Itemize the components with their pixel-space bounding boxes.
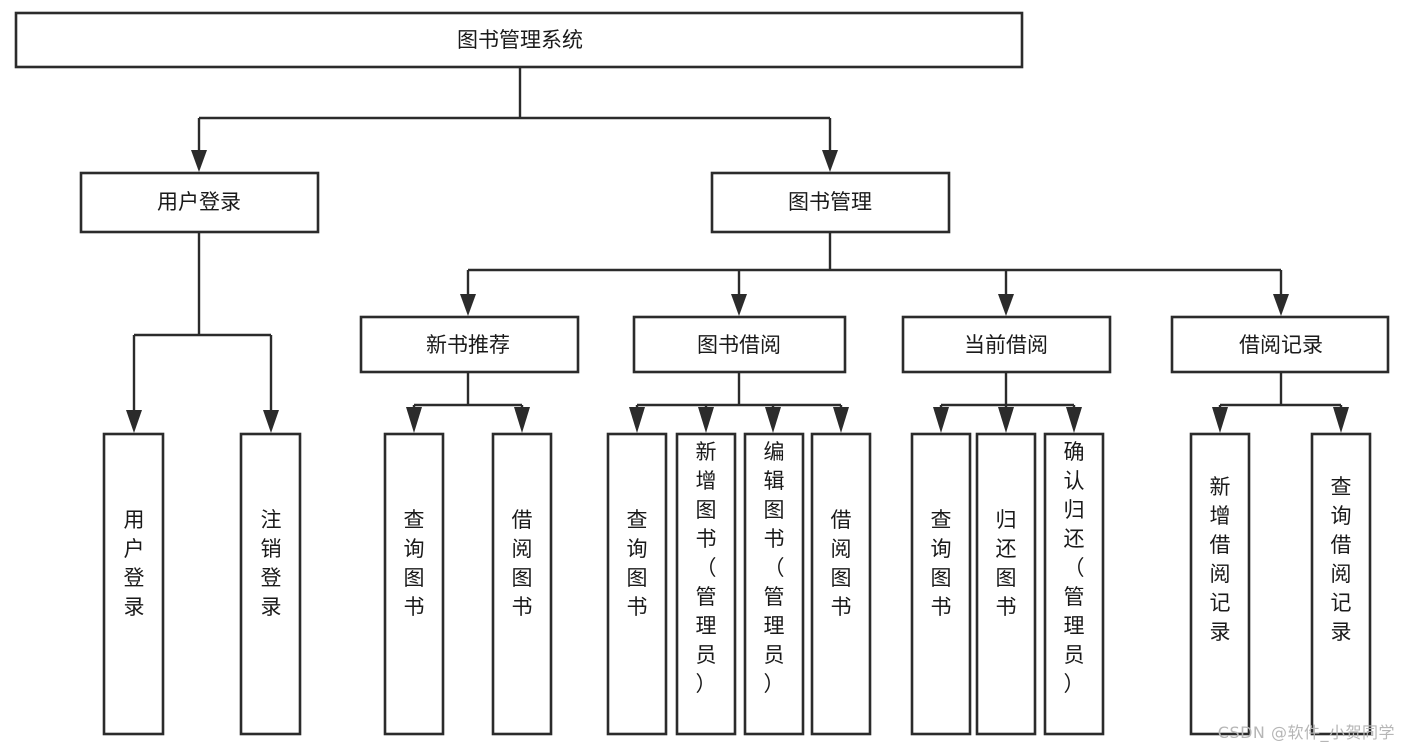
node-book-manage[interactable]: 图书管理 (710, 171, 951, 234)
leaf-add-book-label: 新增图书（管理员） (696, 440, 717, 696)
leaf-node-confirm-return[interactable]: 确认归还（管理员） (1043, 432, 1105, 736)
leaf-query-book-2-label: 查询图书 (627, 508, 648, 619)
arrow-book-manage-to-book-borrow-icon (731, 294, 747, 316)
leaf-borrow-book-1-box[interactable] (491, 432, 553, 736)
leaf-return-book-box[interactable] (975, 432, 1037, 736)
node-borrow-record-label: 借阅记录 (1239, 333, 1323, 357)
node-root-label: 图书管理系统 (457, 28, 583, 52)
leaf-query-book-1-box[interactable] (383, 432, 445, 736)
arrow-borrow-record-leaf-2-icon (1333, 407, 1349, 433)
connector-group-borrow-record (1212, 372, 1349, 433)
leaf-query-book-3-box[interactable] (910, 432, 972, 736)
arrow-new-book-rec-leaf-2-icon (514, 407, 530, 433)
connector-group-new-book-rec (406, 372, 530, 433)
leaf-node-borrow-book-2[interactable]: 借阅图书 (810, 432, 872, 736)
arrow-root-to-book-manage-icon (822, 150, 838, 172)
leaf-node-add-book[interactable]: 新增图书（管理员） (675, 432, 737, 736)
arrow-user-login-leaf-2-icon (263, 410, 279, 433)
leaf-node-query-book-2[interactable]: 查询图书 (606, 432, 668, 736)
node-user-login-box[interactable] (79, 171, 320, 234)
arrow-book-manage-to-new-book-rec-icon (460, 294, 476, 316)
leaf-confirm-return-label: 确认归还（管理员） (1064, 440, 1085, 696)
arrow-book-manage-to-borrow-record-icon (1273, 294, 1289, 316)
arrow-current-borrow-leaf-3-icon (1066, 407, 1082, 433)
node-new-book-rec-label: 新书推荐 (426, 333, 510, 357)
leaf-return-book-label: 归还图书 (996, 508, 1017, 619)
node-current-borrow[interactable]: 当前借阅 (901, 315, 1112, 374)
leaf-node-borrow-book-1[interactable]: 借阅图书 (491, 432, 553, 736)
leaf-user-login-box[interactable] (102, 432, 165, 736)
arrow-new-book-rec-leaf-1-icon (406, 407, 422, 433)
connector-group-current-borrow (933, 372, 1082, 433)
leaf-add-book-box[interactable] (675, 432, 737, 736)
arrow-book-manage-to-current-borrow-icon (998, 294, 1014, 316)
node-book-manage-box[interactable] (710, 171, 951, 234)
node-user-login-label: 用户登录 (157, 190, 241, 214)
leaf-node-edit-book[interactable]: 编辑图书（管理员） (743, 432, 805, 736)
arrow-book-borrow-leaf-3-icon (765, 407, 781, 433)
leaf-query-record-label: 查询借阅记录 (1331, 475, 1352, 644)
node-book-borrow[interactable]: 图书借阅 (632, 315, 847, 374)
arrow-current-borrow-leaf-2-icon (998, 407, 1014, 433)
leaf-query-book-2-box[interactable] (606, 432, 668, 736)
leaf-node-user-login[interactable]: 用户登录 (102, 432, 165, 736)
leaf-borrow-book-1-label: 借阅图书 (512, 508, 533, 619)
node-current-borrow-label: 当前借阅 (964, 333, 1048, 357)
node-book-borrow-label: 图书借阅 (697, 333, 781, 357)
connector-group-book-manage (460, 232, 1289, 316)
csdn-watermark: CSDN @软件_小贺同学 (1217, 723, 1395, 742)
leaf-borrow-book-2-label: 借阅图书 (831, 508, 852, 619)
leaf-query-record-box[interactable] (1310, 432, 1372, 736)
node-root-box[interactable] (14, 11, 1024, 69)
leaf-logout-label: 注销登录 (261, 508, 282, 619)
node-user-login[interactable]: 用户登录 (79, 171, 320, 234)
arrow-book-borrow-leaf-4-icon (833, 407, 849, 433)
leaf-edit-book-label: 编辑图书（管理员） (764, 440, 785, 696)
leaf-confirm-return-box[interactable] (1043, 432, 1105, 736)
leaf-add-record-label: 新增借阅记录 (1210, 475, 1231, 644)
node-borrow-record-box[interactable] (1170, 315, 1390, 374)
arrow-user-login-leaf-1-icon (126, 410, 142, 433)
node-new-book-rec[interactable]: 新书推荐 (359, 315, 580, 374)
leaf-borrow-book-2-box[interactable] (810, 432, 872, 736)
leaf-edit-book-box[interactable] (743, 432, 805, 736)
leaf-node-return-book[interactable]: 归还图书 (975, 432, 1037, 736)
node-current-borrow-box[interactable] (901, 315, 1112, 374)
leaf-node-query-book-1[interactable]: 查询图书 (383, 432, 445, 736)
leaf-add-record-box[interactable] (1189, 432, 1251, 736)
leaf-node-logout[interactable]: 注销登录 (239, 432, 302, 736)
arrow-book-borrow-leaf-1-icon (629, 407, 645, 433)
node-borrow-record[interactable]: 借阅记录 (1170, 315, 1390, 374)
leaf-query-book-1-label: 查询图书 (404, 508, 425, 619)
node-root[interactable]: 图书管理系统 (14, 11, 1024, 69)
connector-group-root (191, 67, 838, 172)
node-book-borrow-box[interactable] (632, 315, 847, 374)
node-book-manage-label: 图书管理 (788, 190, 872, 214)
leaf-user-login-label: 用户登录 (124, 508, 145, 619)
arrow-book-borrow-leaf-2-icon (698, 407, 714, 433)
connector-group-book-borrow (629, 372, 849, 433)
arrow-current-borrow-leaf-1-icon (933, 407, 949, 433)
leaf-node-query-record[interactable]: 查询借阅记录 (1310, 432, 1372, 736)
leaf-logout-box[interactable] (239, 432, 302, 736)
arrow-borrow-record-leaf-1-icon (1212, 407, 1228, 433)
connector-group-user-login (126, 232, 279, 433)
node-new-book-rec-box[interactable] (359, 315, 580, 374)
leaf-node-add-record[interactable]: 新增借阅记录 (1189, 432, 1251, 736)
arrow-root-to-user-login-icon (191, 150, 207, 172)
leaf-query-book-3-label: 查询图书 (931, 508, 952, 619)
leaf-node-query-book-3[interactable]: 查询图书 (910, 432, 972, 736)
